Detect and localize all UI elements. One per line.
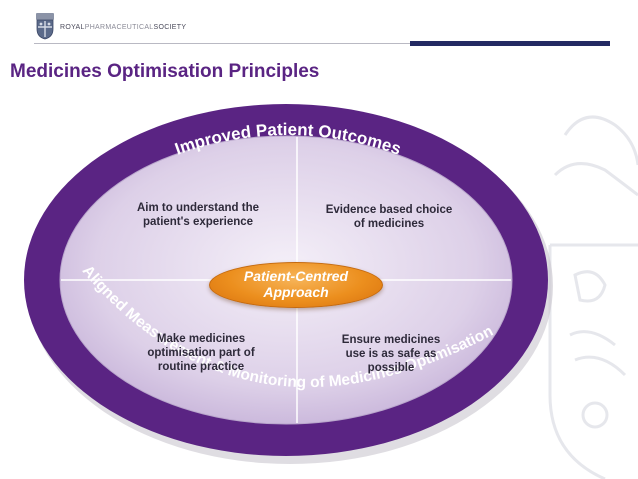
watermark-crest-icon	[548, 115, 638, 479]
slide-title: Medicines Optimisation Principles	[10, 61, 320, 82]
slide-header: ROYALPHARMACEUTICALSOCIETY	[0, 0, 638, 56]
quadrant-top-left-text: Aim to understand the patient's experien…	[136, 202, 260, 228]
center-line-1: Patient-Centred	[243, 268, 349, 284]
header-accent-bar	[410, 41, 610, 46]
quadrant-bottom-left-text: Make medicines optimisation part of rout…	[147, 333, 255, 373]
organisation-name: ROYALPHARMACEUTICALSOCIETY	[60, 24, 187, 31]
header-divider	[34, 43, 410, 44]
center-line-2: Approach	[263, 284, 329, 300]
quadrant-bottom-right-text: Ensure medicines use is as safe as possi…	[341, 334, 441, 374]
patient-centred-approach-badge: Patient-Centred Approach	[209, 262, 383, 308]
quadrant-top-right-text: Evidence based choice of medicines	[325, 204, 453, 230]
crest-icon	[36, 13, 54, 40]
